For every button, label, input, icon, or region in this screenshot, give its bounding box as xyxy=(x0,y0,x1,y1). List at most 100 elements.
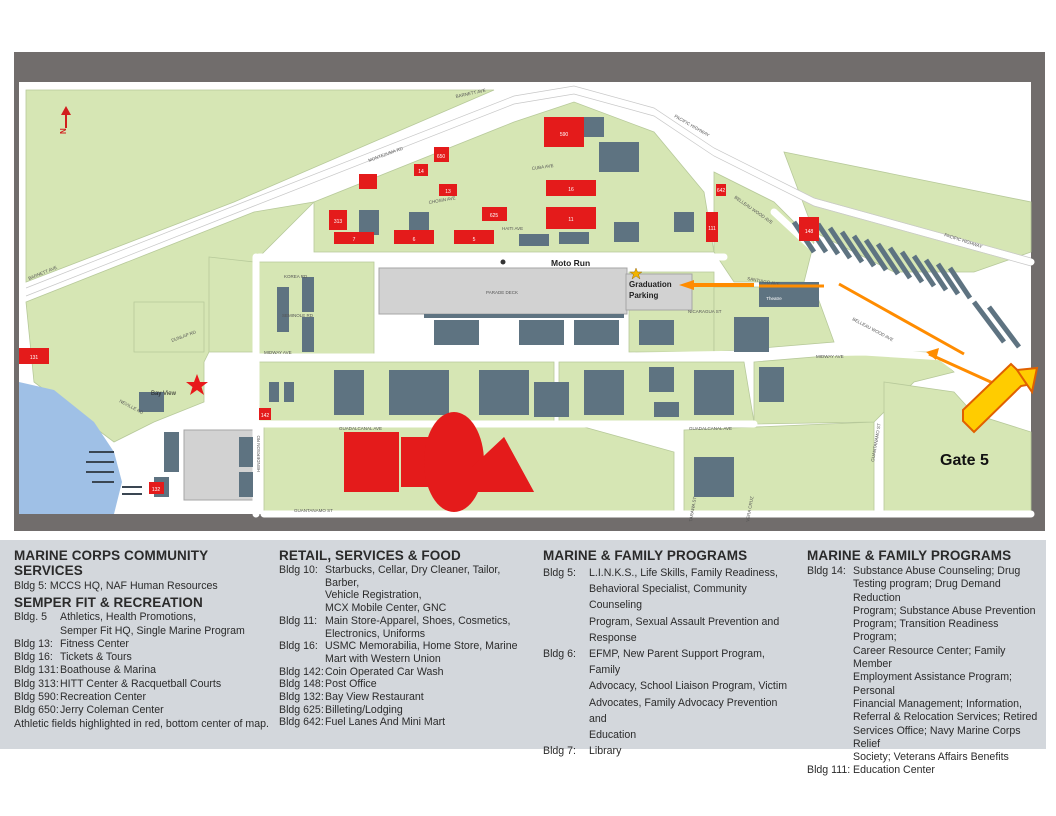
legend-row-building xyxy=(279,589,325,602)
bldg-label-16: 16 xyxy=(568,187,574,193)
legend-row: Behavioral Specialist, Community Counsel… xyxy=(543,581,793,613)
parade-deck-label: PARADE DECK xyxy=(486,290,518,295)
road-edges xyxy=(25,85,1032,297)
legend-row: Career Resource Center; Family Member xyxy=(807,645,1042,672)
legend-row-description: Semper Fit HQ, Single Marine Program xyxy=(60,624,245,637)
legend-row-description: HITT Center & Racquetball Courts xyxy=(60,677,222,690)
legend-row-building: Bldg 16: xyxy=(279,640,318,653)
legend-row: Bldg 7:Library xyxy=(543,743,793,759)
bldg-label-313: 313 xyxy=(334,219,343,225)
legend-row-description: Coin Operated Car Wash xyxy=(325,665,444,678)
legend-row-description: Athletics, Health Promotions, xyxy=(60,611,197,624)
legend-row-description: Employment Assistance Program; Personal xyxy=(853,671,1012,697)
legend-row: Bldg 148:Post Office xyxy=(279,678,529,691)
road-nicaragua: NICARAGUA ST xyxy=(688,309,722,314)
legend-row: Bldg 5:L.I.N.K.S., Life Skills, Family R… xyxy=(543,565,793,581)
legend-row-building: Bldg 313: xyxy=(14,677,59,690)
building-numbers: 590 650 14 13 313 7 6 5 625 16 11 111 64… xyxy=(30,132,814,493)
legend-row-building xyxy=(543,695,589,727)
legend-row-building xyxy=(807,618,853,645)
legend-heading-family-2: MARINE & FAMILY PROGRAMS xyxy=(807,548,1012,563)
moto-run-dot-icon xyxy=(500,259,506,265)
legend-row-description: Program; Transition Readiness Program; xyxy=(853,618,999,644)
gate-arrow-head xyxy=(1015,366,1039,395)
route-arrowhead-2 xyxy=(926,348,939,360)
legend-row: Bldg 13: Fitness Center xyxy=(14,638,269,651)
legend-panel: MARINE CORPS COMMUNITY SERVICES Bldg 5: … xyxy=(0,540,1046,776)
legend-rows-family-1: Bldg 5:L.I.N.K.S., Life Skills, Family R… xyxy=(543,565,793,759)
legend-row-building: Bldg 590: xyxy=(14,691,59,704)
bldg-label-590: 590 xyxy=(560,132,569,138)
legend-note: Athletic fields highlighted in red, bott… xyxy=(14,717,269,730)
legend-row-building xyxy=(807,578,853,605)
road-haiti: HAITI AVE xyxy=(502,226,523,231)
legend-row-description: EFMP, New Parent Support Program, Family xyxy=(589,648,765,677)
legend-row-building: Bldg 11: xyxy=(279,614,318,627)
legend-heading-mccs: MARINE CORPS COMMUNITY SERVICES xyxy=(14,548,208,578)
legend-row: Bldg 590:Recreation Center xyxy=(14,691,269,704)
legend-row-building: Bldg 148: xyxy=(279,678,324,691)
legend-column-family-1: MARINE & FAMILY PROGRAMS Bldg 5:L.I.N.K.… xyxy=(543,548,793,759)
legend-row-description: Services Office; Navy Marine Corps Relie… xyxy=(853,724,1021,750)
legend-row: Financial Management; Information, xyxy=(807,698,1042,711)
legend-row-description: MCX Mobile Center, GNC xyxy=(325,602,447,615)
legend-row-building: Bldg 625: xyxy=(279,703,324,716)
legend-row: Response xyxy=(543,630,793,646)
road-guantanamo-bottom: GUANTANAMO ST xyxy=(294,508,333,513)
legend-row-description: Society; Veterans Affairs Benefits xyxy=(853,751,1009,764)
road-midway-left: MIDWAY AVE xyxy=(264,350,292,355)
legend-row-description: Education xyxy=(589,729,637,742)
bldg-label-7: 7 xyxy=(353,237,356,243)
legend-row-description: Main Store-Apparel, Shoes, Cosmetics, xyxy=(325,614,511,627)
legend-row-description: Advocacy, School Liaison Program, Victim xyxy=(589,680,788,693)
legend-row-description: Billeting/Lodging xyxy=(325,703,403,716)
legend-row: Bldg 313:HITT Center & Racquetball Court… xyxy=(14,678,269,691)
legend-row-description: Behavioral Specialist, Community Counsel… xyxy=(589,583,747,612)
legend-row: Semper Fit HQ, Single Marine Program xyxy=(14,625,269,638)
road-chosin: CHOSIN AVE xyxy=(428,195,456,205)
legend-row-building xyxy=(807,645,853,672)
legend-row-building: Bldg 132: xyxy=(279,691,324,704)
legend-row: Bldg 131:Boathouse & Marina xyxy=(14,664,269,677)
legend-row-building xyxy=(543,678,589,694)
map-frame: 590 650 14 13 313 7 6 5 625 16 11 111 64… xyxy=(14,52,1045,531)
highlighted-buildings xyxy=(19,117,819,512)
legend-row: Bldg 625:Billeting/Lodging xyxy=(279,704,529,717)
road-henderson: HENDERSON RD xyxy=(256,435,261,472)
road-barnett-top: BARNETT AVE xyxy=(455,88,486,99)
bay-view-label: Bay View xyxy=(151,391,177,397)
road-guantanamo-right: GUANTANAMO ST xyxy=(870,423,882,462)
legend-row-description: Substance Abuse Counseling; Drug xyxy=(853,565,1021,577)
legend-row-building xyxy=(279,602,325,615)
moto-run-label: Moto Run xyxy=(551,258,590,268)
legend-row: Bldg 132:Bay View Restaurant xyxy=(279,691,529,704)
legend-row-building xyxy=(543,614,589,630)
road-tarawa: TARAWA ST xyxy=(688,496,697,522)
road-guadalcanal-l: GUADALCANAL AVE xyxy=(339,426,382,431)
road-korea: KOREA RD xyxy=(284,274,308,279)
legend-row-building: Bldg 111: xyxy=(807,764,851,777)
legend-row: Advocates, Family Advocacy Prevention an… xyxy=(543,695,793,727)
route-arrowhead xyxy=(679,280,694,290)
legend-row-building xyxy=(807,751,853,764)
legend-row-description: Fitness Center xyxy=(60,637,129,650)
legend-row-building xyxy=(807,698,853,711)
legend-row: Bldg 6:EFMP, New Parent Support Program,… xyxy=(543,646,793,678)
legend-row: Electronics, Uniforms xyxy=(279,628,529,641)
legend-row-description: USMC Memorabilia, Home Store, Marine xyxy=(325,640,518,653)
legend-column-mccs: MARINE CORPS COMMUNITY SERVICES Bldg 5: … xyxy=(14,548,269,731)
legend-heading-semper-fit: SEMPER FIT & RECREATION xyxy=(14,595,203,611)
legend-column-family-2: MARINE & FAMILY PROGRAMS Bldg 14:Substan… xyxy=(807,548,1042,778)
legend-row-building: Bldg 16: xyxy=(14,651,53,664)
legend-row-building: Bldg 7: xyxy=(543,745,576,758)
legend-row-description: Fuel Lanes And Mini Mart xyxy=(325,716,446,729)
legend-row-building: Bldg 13: xyxy=(14,637,53,650)
legend-row: Advocacy, School Liaison Program, Victim xyxy=(543,678,793,694)
legend-column-retail: RETAIL, SERVICES & FOOD Bldg 10:Starbuck… xyxy=(279,548,529,729)
legend-row-building xyxy=(807,671,853,698)
legend-row: Program, Sexual Assault Prevention and xyxy=(543,614,793,630)
legend-row: Vehicle Registration, xyxy=(279,589,529,602)
legend-row: Bldg 14:Substance Abuse Counseling; Drug xyxy=(807,565,1042,578)
legend-row-description: Education Center xyxy=(853,764,935,777)
